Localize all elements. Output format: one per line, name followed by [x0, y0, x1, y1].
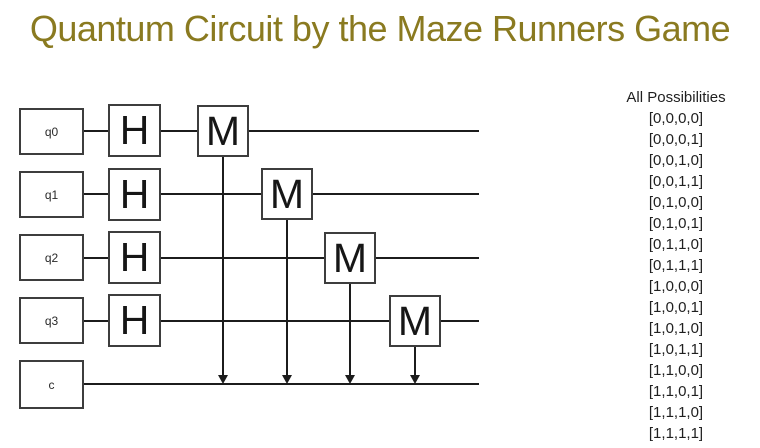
- qubit-label: q1: [44, 187, 59, 202]
- m-gate-label: M: [205, 107, 241, 154]
- possibility-item: [0,0,0,0]: [648, 110, 704, 127]
- slide-title: Quantum Circuit by the Maze Runners Game: [29, 8, 731, 49]
- possibility-item: [1,0,1,0]: [648, 320, 704, 337]
- quantum-wire-q3: [84, 320, 479, 322]
- h-gate-label: H: [119, 297, 150, 343]
- qubit-box-q0: q0: [19, 108, 84, 155]
- all-possibilities-panel: All Possibilities [0,0,0,0] [0,0,0,1] [0…: [593, 87, 759, 444]
- h-gate-label: H: [119, 107, 150, 153]
- arrowhead-icon: [218, 375, 228, 384]
- possibility-item: [0,1,1,0]: [648, 236, 704, 253]
- h-gate-label: H: [119, 234, 150, 280]
- m-gate-q3: M: [389, 295, 441, 347]
- possibility-item: [0,0,1,0]: [648, 152, 704, 169]
- classical-label: c: [48, 377, 55, 392]
- quantum-wire-q2: [84, 257, 479, 259]
- possibility-item: [1,1,0,1]: [648, 383, 704, 400]
- h-gate-q0: H: [108, 104, 161, 157]
- possibility-item: [0,1,0,1]: [648, 215, 704, 232]
- h-gate-q3: H: [108, 294, 161, 347]
- m-gate-q0: M: [197, 105, 249, 157]
- possibility-item: [1,0,0,0]: [648, 278, 704, 295]
- possibility-item: [0,1,1,1]: [648, 257, 704, 274]
- measurement-line-q1: [286, 220, 288, 376]
- measurement-line-q3: [414, 347, 416, 376]
- possibility-item: [1,0,1,1]: [648, 341, 704, 358]
- classical-box-c: c: [19, 360, 84, 409]
- qubit-box-q3: q3: [19, 297, 84, 344]
- possibility-item: [0,0,1,1]: [648, 173, 704, 190]
- arrowhead-icon: [410, 375, 420, 384]
- m-gate-label: M: [269, 170, 305, 217]
- m-gate-label: M: [397, 297, 433, 344]
- m-gate-label: M: [332, 234, 368, 281]
- possibility-item: [1,1,1,0]: [648, 404, 704, 421]
- qubit-label: q2: [44, 250, 59, 265]
- possibilities-header: All Possibilities: [626, 89, 726, 106]
- m-gate-q2: M: [324, 232, 376, 284]
- measurement-line-q2: [349, 284, 351, 376]
- qubit-box-q2: q2: [19, 234, 84, 281]
- classical-wire-c: [84, 383, 479, 385]
- qubit-box-q1: q1: [19, 171, 84, 218]
- h-gate-label: H: [119, 171, 150, 217]
- qubit-label: q3: [44, 313, 59, 328]
- possibility-item: [1,1,1,1]: [648, 425, 704, 442]
- possibility-item: [0,1,0,0]: [648, 194, 704, 211]
- measurement-line-q0: [222, 157, 224, 376]
- arrowhead-icon: [345, 375, 355, 384]
- possibility-item: [1,1,0,0]: [648, 362, 704, 379]
- m-gate-q1: M: [261, 168, 313, 220]
- quantum-wire-q0: [84, 130, 479, 132]
- possibility-item: [1,0,0,1]: [648, 299, 704, 316]
- qubit-label: q0: [44, 124, 59, 139]
- arrowhead-icon: [282, 375, 292, 384]
- h-gate-q2: H: [108, 231, 161, 284]
- possibility-item: [0,0,0,1]: [648, 131, 704, 148]
- h-gate-q1: H: [108, 168, 161, 221]
